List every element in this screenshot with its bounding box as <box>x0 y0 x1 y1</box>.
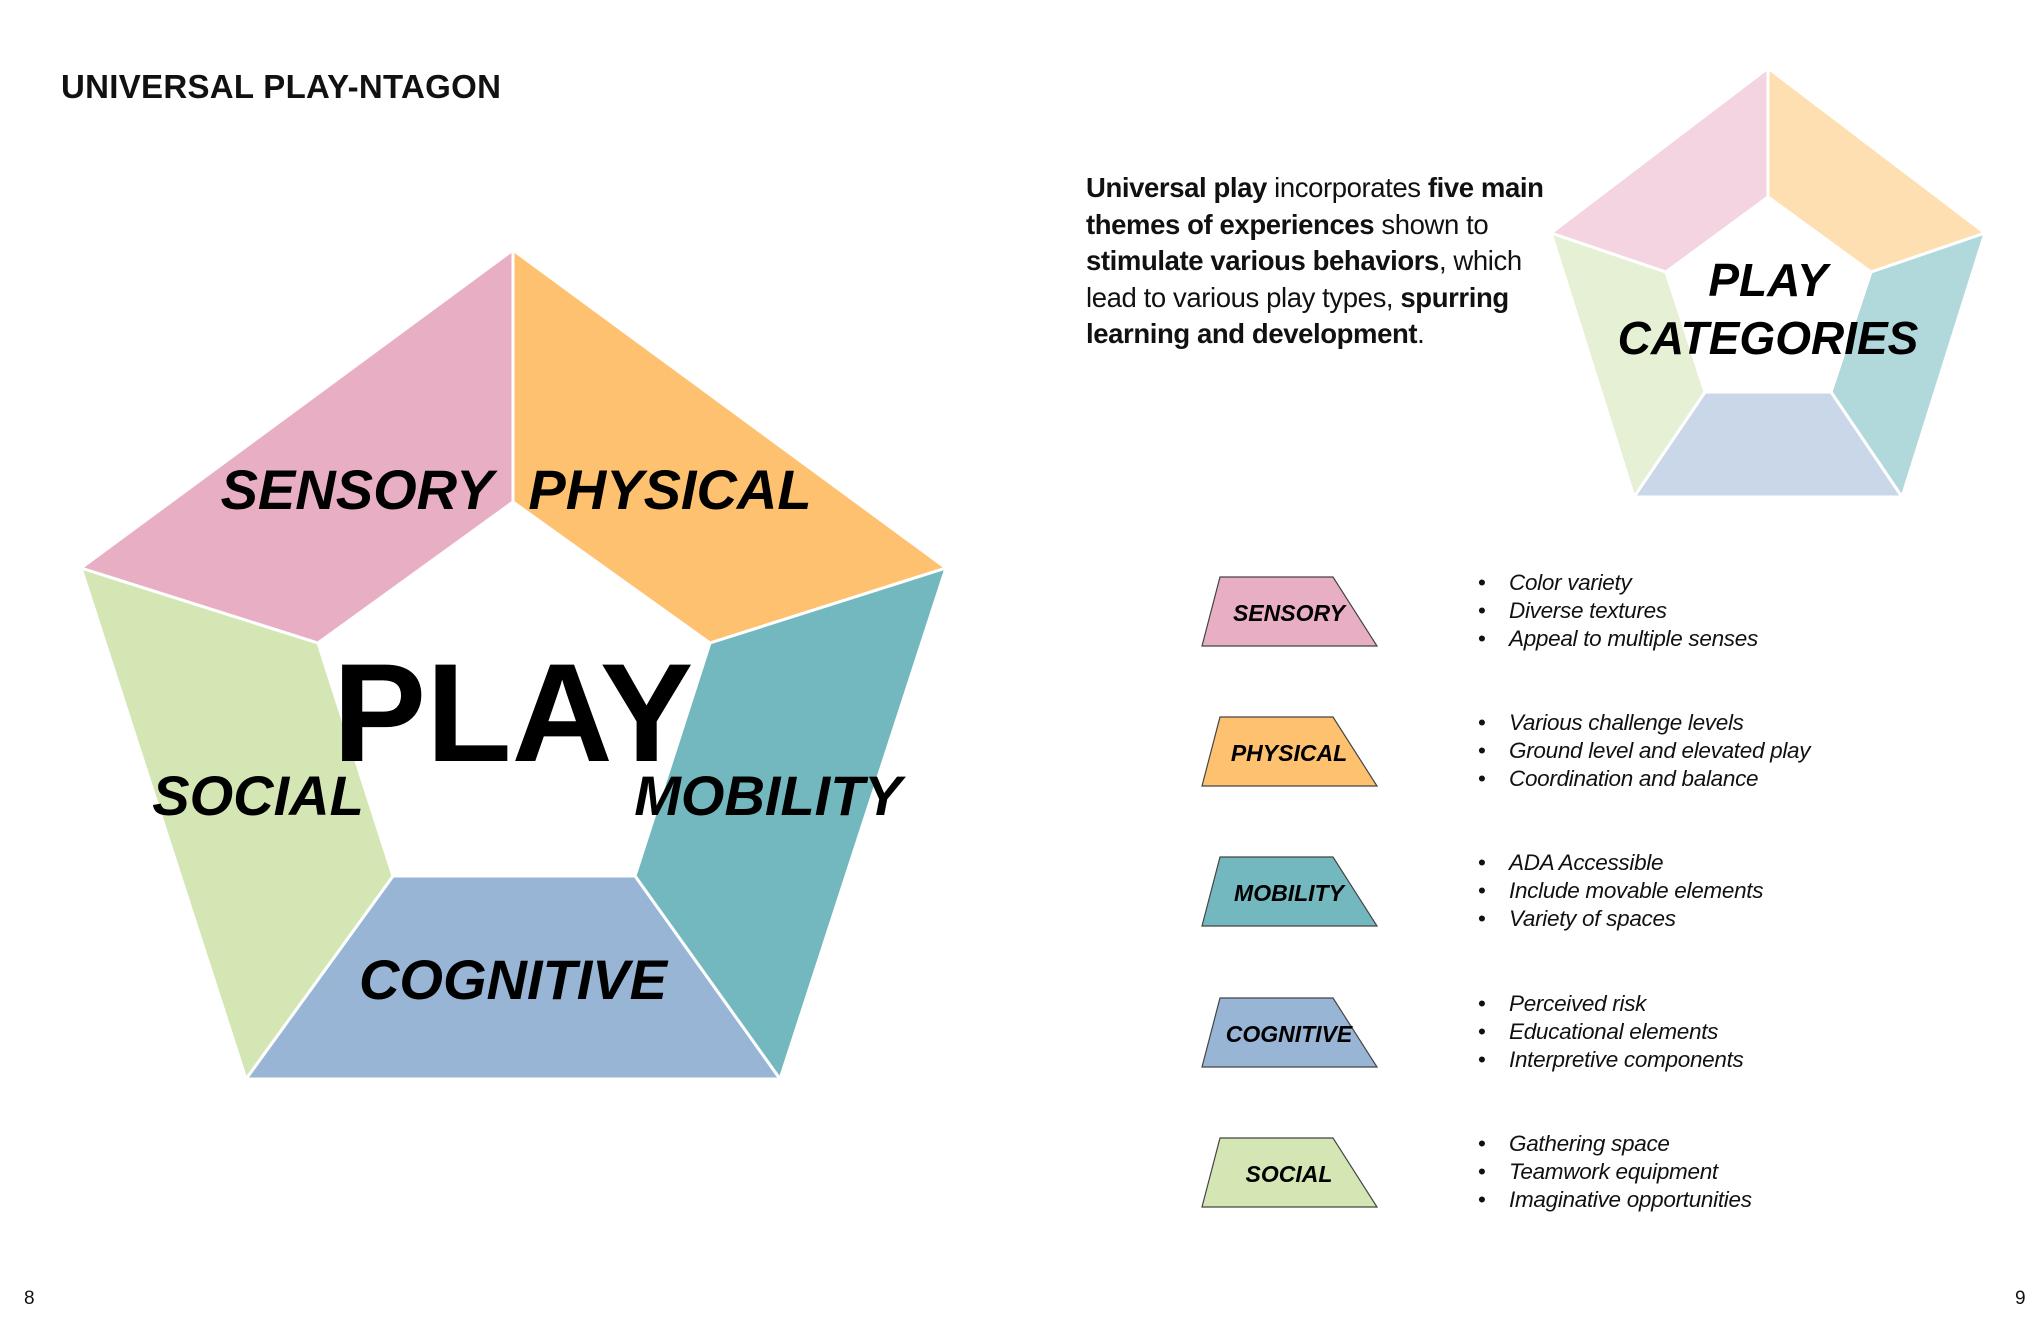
badge-label-sensory: SENSORY <box>1233 600 1348 626</box>
badge-cognitive <box>1201 997 1379 1068</box>
bullet-item: Variety of spaces <box>1478 905 1763 933</box>
bullet-list-mobility: ADA AccessibleInclude movable elementsVa… <box>1478 849 1764 933</box>
intro-run: five main themes of experiences <box>1086 172 1544 240</box>
bullet-item: Gathering space <box>1478 1130 1752 1158</box>
bullet-item: Ground level and elevated play <box>1478 737 1811 765</box>
badge-mobility <box>1201 856 1379 927</box>
play-center-label: PLAY <box>333 634 694 791</box>
intro-paragraph: Universal play incorporates five main th… <box>1086 170 1546 353</box>
bullet-item: Color variety <box>1478 569 1758 597</box>
badge-physical <box>1201 716 1379 787</box>
badge-social <box>1201 1137 1379 1208</box>
bullet-item: Perceived risk <box>1478 990 1743 1018</box>
intro-run: Universal play <box>1086 172 1267 203</box>
bullet-item: Include movable elements <box>1478 877 1764 905</box>
badge-label-mobility: MOBILITY <box>1234 880 1347 906</box>
intro-run: , which lead to various play types, <box>1086 245 1522 313</box>
mini-center-label-line1: PLAY <box>1708 254 1832 306</box>
badge-sensory <box>1201 576 1379 647</box>
segment-sensory <box>79 248 515 645</box>
bullet-item: Imaginative opportunities <box>1478 1186 1752 1214</box>
segment-label-social: SOCIAL <box>152 764 364 827</box>
bullet-list-sensory: Color varietyDiverse texturesAppeal to m… <box>1478 569 1758 653</box>
bullet-item: Educational elements <box>1478 1018 1743 1046</box>
segment-label-sensory: SENSORY <box>221 458 498 521</box>
bullet-item: Appeal to multiple senses <box>1478 625 1758 653</box>
bullet-list-physical: Various challenge levelsGround level and… <box>1478 709 1811 793</box>
segment-label-cognitive: COGNITIVE <box>359 948 669 1011</box>
intro-run: spurring learning and development <box>1086 281 1509 350</box>
intro-run: incorporates <box>1266 172 1428 203</box>
bullet-item: ADA Accessible <box>1478 849 1763 877</box>
bullet-item: Teamwork equipment <box>1478 1158 1752 1186</box>
badge-label-physical: PHYSICAL <box>1231 740 1347 766</box>
bullet-item: Diverse textures <box>1478 597 1758 625</box>
bullet-item: Coordination and balance <box>1478 765 1810 793</box>
mini-segment-sensory <box>1549 66 1770 274</box>
bullet-item: Interpretive components <box>1478 1046 1744 1074</box>
badge-label-social: SOCIAL <box>1246 1161 1333 1187</box>
segment-label-mobility: MOBILITY <box>634 764 906 827</box>
bullet-item: Various challenge levels <box>1478 709 1810 737</box>
bullet-list-cognitive: Perceived riskEducational elementsInterp… <box>1478 990 1744 1074</box>
mini-center-label-line2: CATEGORIES <box>1618 312 1919 364</box>
page-number-right: 9 <box>2015 1288 2026 1309</box>
intro-run: stimulate various behaviors <box>1086 245 1439 276</box>
bullet-list-social: Gathering spaceTeamwork equipmentImagina… <box>1478 1130 1752 1214</box>
segment-label-physical: PHYSICAL <box>528 458 811 521</box>
intro-run: shown to <box>1374 208 1489 240</box>
intro-run: . <box>1417 318 1425 349</box>
page-number-left: 8 <box>24 1288 35 1309</box>
badge-label-cognitive: COGNITIVE <box>1226 1021 1353 1047</box>
page-title: UNIVERSAL PLAY-NTAGON <box>61 68 502 105</box>
